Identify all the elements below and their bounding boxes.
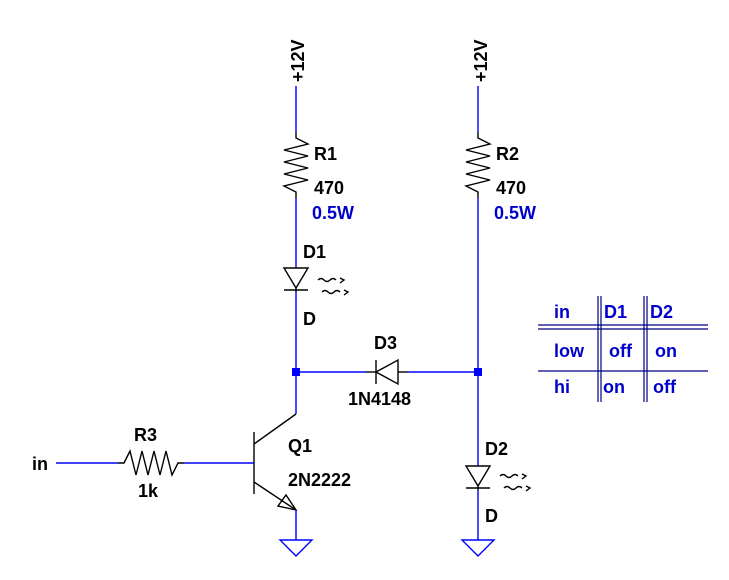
led-d1 — [282, 267, 350, 296]
d3-value: 1N4148 — [348, 389, 411, 409]
table-header-d2: D2 — [650, 302, 673, 322]
table-cell-r0c0: low — [554, 341, 585, 361]
resistor-r3 — [118, 448, 184, 478]
table-header-d1: D1 — [604, 302, 627, 322]
r2-ref: R2 — [496, 144, 519, 164]
led-d2 — [464, 465, 532, 492]
r2-value: 470 — [496, 178, 526, 198]
truth-table: in D1 D2 low off on hi on off — [538, 296, 708, 402]
d3-ref: D3 — [374, 333, 397, 353]
resistor-r1 — [281, 132, 311, 198]
ground-left — [278, 539, 314, 557]
d2-type: D — [485, 506, 498, 526]
r3-value: 1k — [138, 481, 159, 501]
q1-ref: Q1 — [288, 436, 312, 456]
junction-right — [474, 368, 482, 376]
r1-value: 470 — [314, 178, 344, 198]
table-cell-r0c2: on — [655, 341, 677, 361]
d1-type: D — [303, 309, 316, 329]
table-cell-r1c1: on — [603, 377, 625, 397]
r1-power: 0.5W — [312, 203, 354, 223]
table-header-in: in — [554, 302, 570, 322]
r3-ref: R3 — [134, 425, 157, 445]
transistor-q1 — [253, 413, 298, 512]
supply-label-left: +12V — [288, 39, 308, 82]
r2-power: 0.5W — [494, 203, 536, 223]
r1-ref: R1 — [314, 144, 337, 164]
input-label: in — [32, 454, 48, 474]
table-cell-r0c1: off — [609, 341, 633, 361]
d2-ref: D2 — [485, 439, 508, 459]
ground-right — [460, 539, 496, 557]
table-cell-r1c2: off — [653, 377, 677, 397]
resistor-r2 — [463, 132, 493, 198]
supply-label-right: +12V — [471, 39, 491, 82]
diode-d3 — [366, 358, 408, 386]
q1-value: 2N2222 — [288, 470, 351, 490]
d1-ref: D1 — [303, 242, 326, 262]
table-cell-r1c0: hi — [554, 377, 570, 397]
